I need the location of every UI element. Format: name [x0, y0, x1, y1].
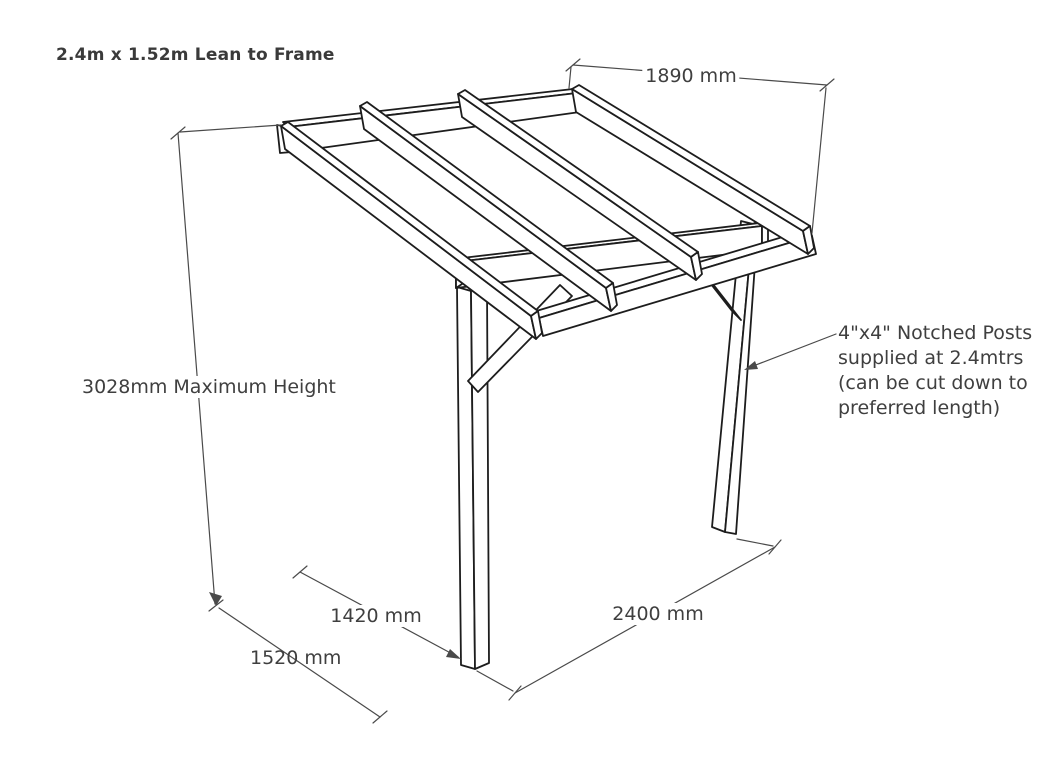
rafter-right	[571, 84, 815, 255]
annotation-leader	[744, 333, 837, 370]
dimension-label-wall-to-post: 1420 mm	[327, 605, 425, 627]
rafter-left	[280, 121, 543, 340]
dimension-label-rafter-length: 1890 mm	[642, 65, 740, 87]
dimension-label-max-height: 3028mm Maximum Height	[79, 376, 339, 398]
dimension-frame-depth	[218, 607, 388, 724]
post-annotation: 4"x4" Notched Posts supplied at 2.4mtrs …	[838, 322, 1033, 419]
frame-structure	[276, 84, 817, 670]
dimension-label-frame-width: 2400 mm	[609, 603, 707, 625]
rafter-mid-1	[359, 101, 618, 312]
diagram-title: 2.4m x 1.52m Lean to Frame	[56, 45, 335, 65]
dimension-label-frame-depth: 1520 mm	[250, 647, 342, 669]
rafter-mid-2	[457, 89, 703, 281]
dimension-max-height	[170, 124, 282, 612]
post-left	[456, 286, 490, 670]
